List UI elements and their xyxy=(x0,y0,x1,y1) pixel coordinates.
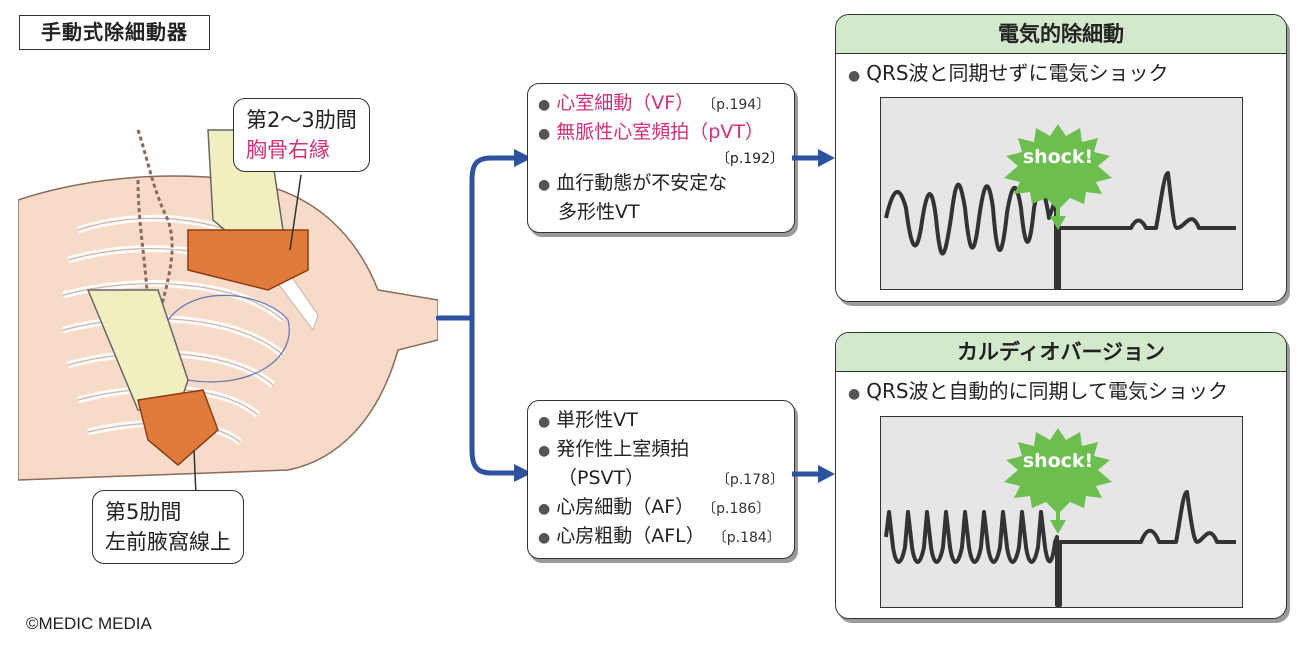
panel-title: 電気的除細動 xyxy=(836,15,1286,54)
panel-description: ● QRS波と同期せずに電気ショック xyxy=(836,54,1286,95)
panel-description-text: QRS波と同期せずに電気ショック xyxy=(866,61,1169,85)
indication-text: 単形性VT xyxy=(556,409,638,431)
indication-text: 心房粗動（AFL） xyxy=(556,525,705,547)
indication-text: 無脈性心室頻拍（pVT） xyxy=(556,121,764,143)
panel-description-text: QRS波と自動的に同期して電気ショック xyxy=(866,379,1228,403)
page-ref: 〔p.184〕 xyxy=(712,530,781,546)
indication-text: 血行動態が不安定な xyxy=(556,172,728,194)
indication-item: ● 心房細動（AF） 〔p.186〕 xyxy=(538,494,784,523)
copyright-text: ©MEDIC MEDIA xyxy=(26,614,152,633)
indication-text: 発作性上室頻拍 xyxy=(556,438,690,460)
upper-callout-line2: 胸骨右縁 xyxy=(246,138,330,162)
defibrillation-panel: 電気的除細動 ● QRS波と同期せずに電気ショック shock! xyxy=(835,14,1287,302)
indication-text-continued: （PSVT） xyxy=(558,467,645,489)
arrow-to-upper-panel xyxy=(792,149,835,167)
page-ref: 〔p.186〕 xyxy=(702,501,771,517)
indication-item: （PSVT） 〔p.178〕 xyxy=(538,465,784,494)
indication-item: ● 心房粗動（AFL） 〔p.184〕 xyxy=(538,523,784,552)
bullet-icon: ● xyxy=(538,414,551,430)
indication-item: ● 血行動態が不安定な xyxy=(538,170,784,199)
lower-indications-box: ● 単形性VT ● 発作性上室頻拍 （PSVT） 〔p.178〕 ● 心房細動（… xyxy=(527,400,795,559)
panel-title: カルディオバージョン xyxy=(836,333,1286,372)
upper-callout-line1: 第2〜3肋間 xyxy=(246,108,357,132)
indication-text: 心房細動（AF） xyxy=(556,496,695,518)
bullet-icon: ● xyxy=(538,97,551,113)
shock-burst-icon xyxy=(1004,124,1112,230)
ecg-trace xyxy=(884,490,1236,607)
lower-callout-line1: 第5肋間 xyxy=(105,500,182,524)
bullet-icon: ● xyxy=(538,501,551,517)
shock-label: shock! xyxy=(1022,146,1094,168)
bullet-icon: ● xyxy=(538,177,551,193)
shock-label: shock! xyxy=(1022,450,1094,472)
branch-arrows xyxy=(436,149,532,482)
ecg-trace xyxy=(884,171,1236,290)
indication-item: ● 単形性VT xyxy=(538,407,784,436)
cardioversion-panel: カルディオバージョン ● QRS波と自動的に同期して電気ショック shock! xyxy=(835,332,1287,619)
bullet-icon: ● xyxy=(538,126,551,142)
indication-text-continued: 多形性VT xyxy=(558,201,640,223)
indication-item: ● 発作性上室頻拍 xyxy=(538,436,784,465)
indication-item: ● 無脈性心室頻拍（pVT） xyxy=(538,119,784,148)
bullet-icon: ● xyxy=(538,530,551,546)
lower-callout-line2: 左前腋窩線上 xyxy=(105,530,231,554)
page-ref: 〔p.178〕 xyxy=(715,472,784,488)
lower-paddle-callout: 第5肋間 左前腋窩線上 xyxy=(92,490,244,564)
panel-description: ● QRS波と自動的に同期して電気ショック xyxy=(836,372,1286,413)
upper-indications-box: ● 心室細動（VF） 〔p.194〕 ● 無脈性心室頻拍（pVT） 〔p.192… xyxy=(527,83,795,233)
page-ref: 〔p.192〕 xyxy=(715,151,784,167)
indication-text: 心室細動（VF） xyxy=(556,92,695,114)
upper-paddle-callout: 第2〜3肋間 胸骨右縁 xyxy=(233,98,370,172)
arrow-to-lower-panel xyxy=(792,465,835,483)
shock-burst-icon xyxy=(1004,428,1112,534)
page-title: 手動式除細動器 xyxy=(19,15,210,50)
page-ref: 〔p.194〕 xyxy=(702,97,771,113)
bullet-icon: ● xyxy=(848,68,861,84)
bullet-icon: ● xyxy=(848,386,861,402)
indication-item: ● 心室細動（VF） 〔p.194〕 xyxy=(538,90,784,119)
bullet-icon: ● xyxy=(538,443,551,459)
